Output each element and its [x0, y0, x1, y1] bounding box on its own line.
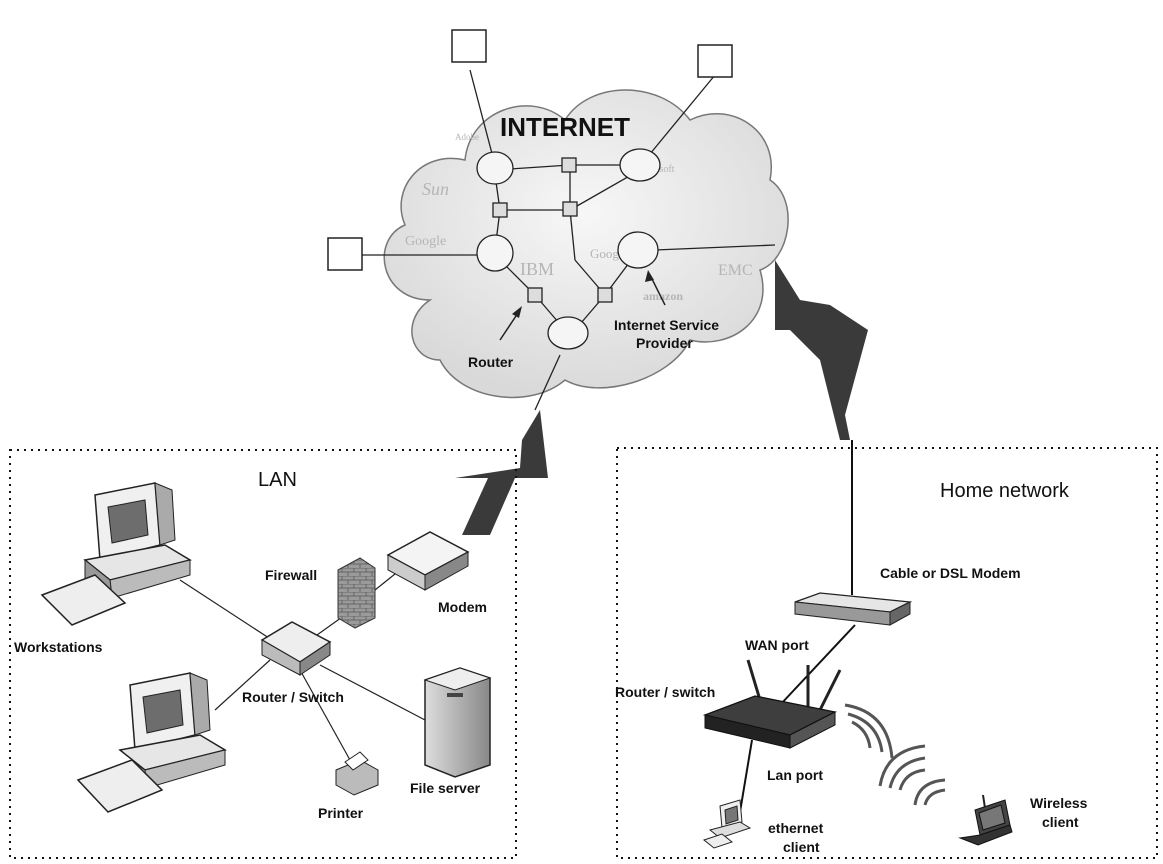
isp-label-line2: Provider [636, 335, 693, 351]
printer-label: Printer [318, 805, 364, 821]
lan-boundary [9, 449, 517, 859]
wireless-client-icon [958, 794, 1013, 846]
lan-router-switch-label: Router / Switch [242, 689, 344, 705]
printer-icon [335, 751, 379, 796]
workstation-icon [40, 482, 192, 626]
home-network-boundary [616, 447, 1158, 859]
router-node [597, 287, 613, 303]
internet-cloud: Sun Microsoft IBM Google EMC amazon Adob… [327, 29, 789, 411]
isp-node [547, 316, 589, 350]
isp-nodes [476, 148, 661, 350]
home-modem-label: Cable or DSL Modem [880, 565, 1021, 581]
wireless-client-label-line1: Wireless [1030, 795, 1088, 811]
workstation-icon [76, 672, 227, 813]
home-network-title: Home network [940, 480, 1070, 502]
watermark-logo: EMC [718, 262, 753, 279]
watermark-logo: amazon [643, 289, 683, 303]
isp-node [476, 234, 514, 272]
router-node [492, 202, 508, 218]
file-server-label: File server [410, 780, 481, 796]
router-arrow-head [512, 306, 522, 318]
isp-node [619, 148, 661, 182]
wan-port-cable [779, 624, 856, 706]
watermark-logo: IBM [520, 259, 554, 279]
home-wan-link-icon [775, 260, 868, 440]
watermark-logo: Google [405, 234, 446, 249]
host-node [451, 29, 487, 63]
ethernet-client-icon [702, 799, 752, 849]
firewall-label: Firewall [265, 567, 317, 583]
lan-port-cable [739, 739, 753, 813]
watermark-logo: Sun [422, 179, 449, 199]
workstations-label: Workstations [14, 639, 103, 655]
home-router-switch-label: Router / switch [615, 684, 715, 700]
lan-modem-icon [386, 531, 470, 591]
home-modem-icon [794, 592, 913, 626]
isp-node [476, 151, 514, 185]
wan-port-label: WAN port [745, 637, 809, 653]
ethernet-client-label-line1: ethernet [768, 820, 824, 836]
host-node [327, 237, 363, 271]
router-nodes [492, 157, 613, 303]
watermark-logo: Adobe [455, 132, 479, 142]
ethernet-client-label-line2: client [783, 839, 820, 855]
wireless-signal-icon [844, 703, 946, 806]
isp-label-line1: Internet Service [614, 317, 719, 333]
lan-modem-label: Modem [438, 599, 487, 615]
router-label: Router [468, 354, 514, 370]
wireless-client-label-line2: client [1042, 814, 1079, 830]
home-router-switch-icon [702, 659, 842, 749]
router-node [561, 157, 577, 173]
router-node [562, 201, 578, 217]
router-node [527, 287, 543, 303]
lan-router-switch-icon [260, 621, 332, 676]
lan-cables [179, 569, 426, 761]
lan-wan-link-icon [455, 410, 548, 535]
isp-arrow-head [645, 270, 654, 282]
file-server-icon [423, 667, 492, 778]
lan-title: LAN [258, 469, 297, 491]
lan-port-label: Lan port [767, 767, 823, 783]
isp-node [617, 231, 659, 269]
host-node [697, 44, 733, 78]
firewall-icon [337, 557, 376, 629]
internet-title: INTERNET [500, 112, 630, 142]
